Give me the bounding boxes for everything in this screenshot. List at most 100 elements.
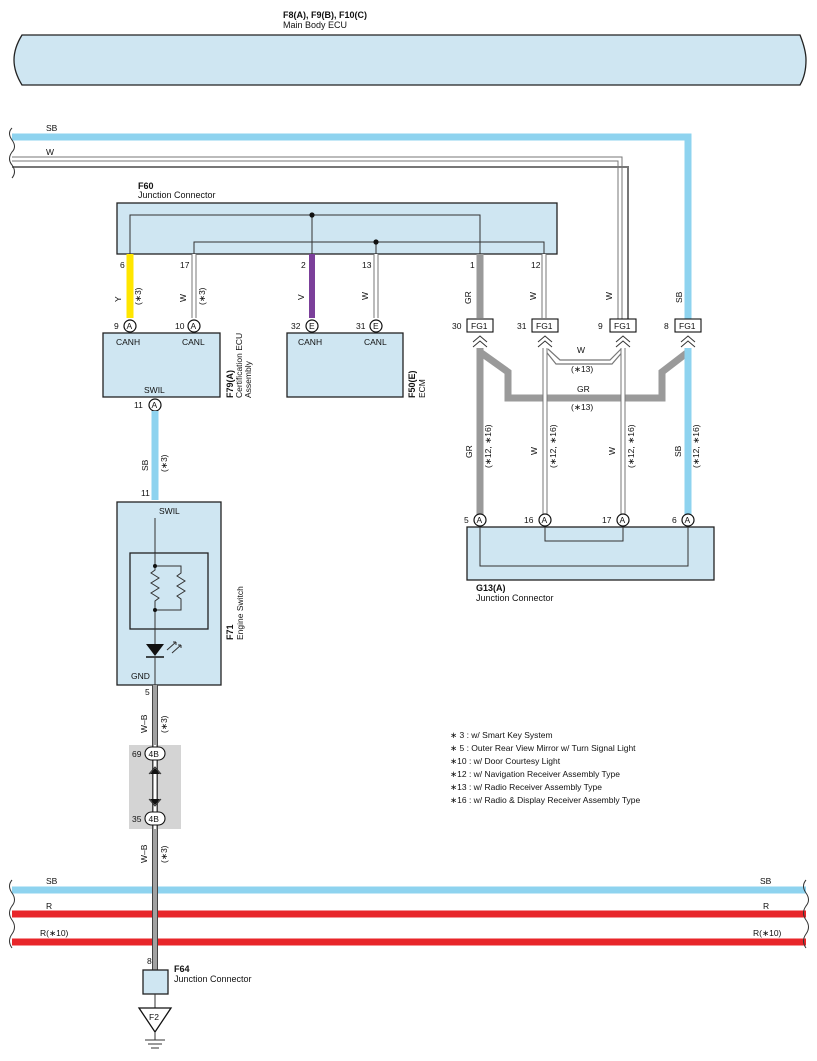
c3-label: (∗3) bbox=[159, 845, 169, 863]
c12-16-label: (∗12, ∗16) bbox=[691, 424, 701, 468]
main-body-ecu: F8(A), F9(B), F10(C) Main Body ECU bbox=[13, 10, 807, 86]
4b-tag-label: 4B bbox=[149, 814, 160, 824]
switch-frame bbox=[129, 552, 209, 630]
chevron-connector-icon bbox=[537, 335, 553, 348]
c13-label: (∗13) bbox=[571, 364, 593, 374]
fg1-pin-31: 31 bbox=[517, 321, 527, 331]
f50-pin-canh: 32 bbox=[291, 321, 301, 331]
y-wire-label: Y bbox=[113, 296, 123, 302]
g13-internal-bus bbox=[544, 527, 624, 542]
ground-icon bbox=[145, 1032, 165, 1049]
f79-name-2: Assembly bbox=[243, 360, 253, 398]
w-top-wire bbox=[12, 156, 623, 322]
f71-id: F71 bbox=[225, 624, 235, 640]
f79-conn-letter: A bbox=[191, 321, 197, 331]
c3-label: (∗3) bbox=[197, 287, 207, 305]
main-ecu-body bbox=[13, 34, 807, 86]
c12-16-label: (∗12, ∗16) bbox=[626, 424, 636, 468]
f79-swil-label: SWIL bbox=[144, 385, 165, 395]
sb-bottom-label: SB bbox=[46, 876, 58, 886]
gr-wire-label: GR bbox=[463, 291, 473, 304]
f79-connector-a bbox=[187, 319, 201, 333]
f60-pin-17: 17 bbox=[180, 260, 190, 270]
g13-body bbox=[466, 526, 715, 581]
top-bus-wires: SB W bbox=[9, 123, 692, 322]
wire-break-mark bbox=[9, 879, 15, 949]
f60-id: F60 bbox=[138, 181, 154, 191]
f50-pin-canl: 31 bbox=[356, 321, 366, 331]
f60-drop-wires: Y (∗3) W (∗3) V W GR W W SB bbox=[113, 254, 684, 318]
resistor-icon bbox=[150, 553, 160, 629]
w-top-wire-2 bbox=[12, 166, 629, 322]
sb-bottom-label-right: SB bbox=[760, 876, 772, 886]
w-wire-label: W bbox=[604, 292, 614, 300]
legend-item: ∗12 : w/ Navigation Receiver Assembly Ty… bbox=[450, 769, 620, 779]
f60-splice-dot bbox=[309, 212, 315, 218]
legend-item: ∗16 : w/ Radio & Display Receiver Assemb… bbox=[450, 795, 641, 805]
gr-wire-label: GR bbox=[464, 445, 474, 458]
c3-label: (∗3) bbox=[133, 287, 143, 305]
g13-conn-letter: A bbox=[620, 515, 626, 525]
fg1-tag-label: FG1 bbox=[471, 321, 488, 331]
splice-dot bbox=[153, 608, 157, 612]
f79-pin-canh: 9 bbox=[114, 321, 119, 331]
sb-wire-label: SB bbox=[673, 445, 683, 457]
v-wire-label: V bbox=[296, 294, 306, 300]
f71-name: Engine Switch bbox=[235, 586, 245, 640]
f60-pin-12: 12 bbox=[531, 260, 541, 270]
f50-name: ECM bbox=[417, 379, 427, 398]
ground-label: F2 bbox=[149, 1012, 159, 1022]
f60-pin-13: 13 bbox=[362, 260, 372, 270]
r10-bottom-label: R(∗10) bbox=[40, 928, 69, 938]
ground-f2: F2 bbox=[137, 1007, 173, 1049]
f64-id: F64 bbox=[174, 964, 190, 974]
resistor-icon bbox=[155, 565, 186, 611]
c13-label: (∗13) bbox=[571, 402, 593, 412]
led-icon bbox=[146, 644, 164, 656]
f50-conn-letter: E bbox=[373, 321, 379, 331]
gr-branch-label: GR bbox=[577, 384, 590, 394]
w-wire-label: W bbox=[528, 292, 538, 300]
c12-16-label: (∗12, ∗16) bbox=[483, 424, 493, 468]
fg1-tag-label: FG1 bbox=[679, 321, 696, 331]
fg1-tag-label: FG1 bbox=[536, 321, 553, 331]
f79-conn-letter: A bbox=[127, 321, 133, 331]
fg1-tag bbox=[531, 318, 559, 333]
fg1-tag bbox=[609, 318, 637, 333]
f50-body bbox=[286, 332, 404, 398]
4b-pin-bottom: 35 bbox=[132, 814, 142, 824]
g13-connector-a bbox=[473, 513, 487, 527]
g13-internal-bus bbox=[479, 527, 689, 567]
g13-conn-letter: A bbox=[542, 515, 548, 525]
g13-connector-a bbox=[538, 513, 552, 527]
f60-splice-dot bbox=[373, 239, 379, 245]
f79-certification-ecu: 9 A 10 A CANH CANL SWIL F79(A) Certifica… bbox=[102, 319, 253, 412]
fg1-tag bbox=[466, 318, 494, 333]
4b-tag bbox=[144, 811, 166, 826]
f50-ecm: 32 E 31 E CANH CANL F50(E) ECM bbox=[286, 319, 427, 398]
bottom-bus-wires: SB SB R R R(∗10) R(∗10) bbox=[9, 876, 809, 949]
g13-pin-16: 16 bbox=[524, 515, 534, 525]
fg1-pin-30: 30 bbox=[452, 321, 462, 331]
sb-wire-label: SB bbox=[674, 291, 684, 303]
f71-pin-bottom: 5 bbox=[145, 687, 150, 697]
legend-item: ∗13 : w/ Radio Receiver Assembly Type bbox=[450, 782, 602, 792]
g13-pin-17: 17 bbox=[602, 515, 612, 525]
legend: ∗ 3 : w/ Smart Key System ∗ 5 : Outer Re… bbox=[450, 730, 641, 805]
w-top-label: W bbox=[46, 147, 54, 157]
f50-canl-label: CANL bbox=[364, 337, 387, 347]
f79-canl-label: CANL bbox=[182, 337, 205, 347]
r-bottom-label-right: R bbox=[763, 901, 769, 911]
g13-junction-connector: 5 A 16 A 17 A 6 A G13(A) Junction Connec… bbox=[464, 513, 715, 603]
f60-internal-bus-1 bbox=[129, 214, 481, 254]
splice-dot bbox=[153, 564, 157, 568]
f50-canh-label: CANH bbox=[298, 337, 322, 347]
f50-id: F50(E) bbox=[407, 370, 417, 398]
f79-canh-label: CANH bbox=[116, 337, 140, 347]
w-wire-label: W bbox=[529, 447, 539, 455]
f71-pin-top: 11 bbox=[141, 488, 150, 498]
wire-break-mark bbox=[803, 879, 809, 949]
4b-tag bbox=[144, 746, 166, 761]
f50-connector-e bbox=[369, 319, 383, 333]
